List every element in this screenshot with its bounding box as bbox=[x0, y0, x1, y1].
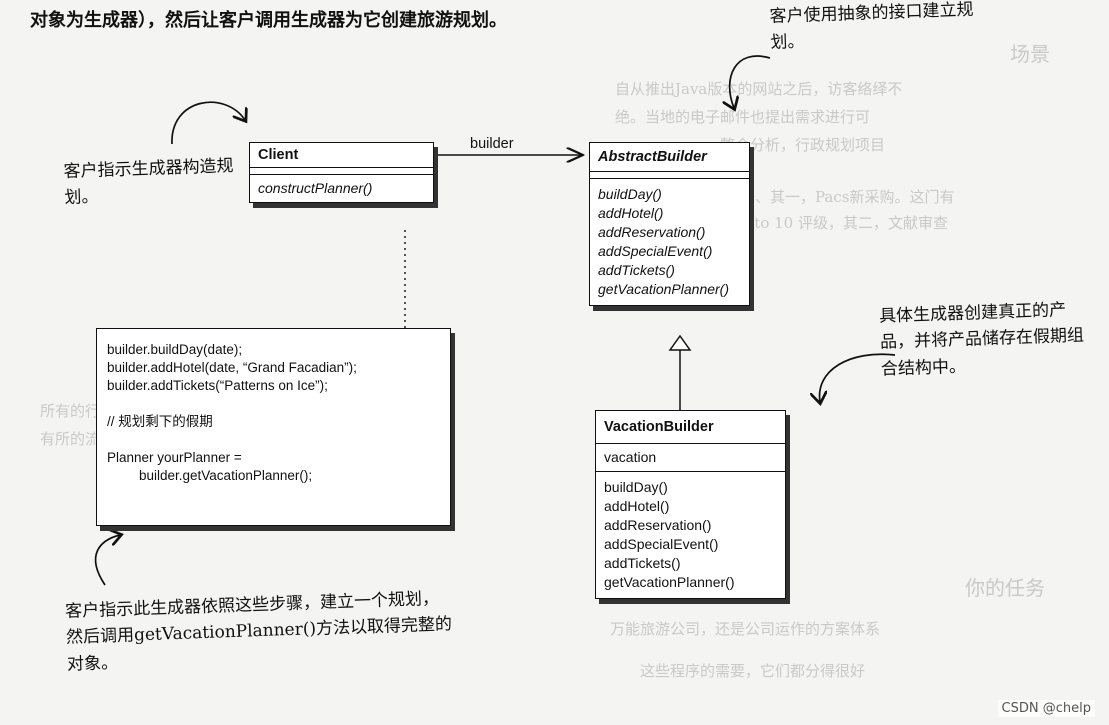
vacation-method: addTickets() bbox=[604, 555, 681, 571]
abstract-method: getVacationPlanner() bbox=[598, 281, 730, 297]
abstract-method: addSpecialEvent() bbox=[598, 243, 713, 259]
annotation-left: 客户指示生成器构造规划。 bbox=[63, 156, 234, 209]
code-line: Planner yourPlanner = bbox=[107, 450, 242, 465]
vacation-method: getVacationPlanner() bbox=[604, 574, 735, 590]
annotation-right: 具体生成器创建真正的产品，并将产品储存在假期组合结构中。 bbox=[878, 300, 1085, 380]
hand-arrow-topright bbox=[730, 55, 771, 108]
hand-arrow-bottom bbox=[94, 535, 120, 586]
vacation-attribute: vacation bbox=[604, 449, 657, 465]
watermark: CSDN @chelp bbox=[997, 700, 1095, 717]
client-class-name: Client bbox=[250, 143, 433, 168]
abstract-method: addReservation() bbox=[598, 224, 706, 240]
code-comment: // 规划剩下的假期 bbox=[107, 414, 213, 429]
abstract-builder-class: AbstractBuilder buildDay() addHotel() ad… bbox=[589, 142, 750, 306]
annotation-bottom: 客户指示此生成器依照这些步骤，建立一个规划，然后调用getVacationPla… bbox=[64, 588, 453, 675]
vacation-builder-class: VacationBuilder vacation buildDay() addH… bbox=[595, 410, 786, 599]
code-line: builder.addTickets(“Patterns on Ice”); bbox=[107, 378, 328, 393]
abstract-builder-methods: buildDay() addHotel() addReservation() a… bbox=[590, 179, 749, 305]
abstract-method: addTickets() bbox=[598, 262, 675, 278]
code-note: builder.buildDay(date); builder.addHotel… bbox=[96, 328, 451, 526]
client-class-methods: constructPlanner() bbox=[250, 175, 433, 202]
vacation-builder-methods: buildDay() addHotel() addReservation() a… bbox=[596, 472, 785, 598]
abstract-method: buildDay() bbox=[598, 186, 662, 202]
vacation-builder-name: VacationBuilder bbox=[596, 411, 785, 444]
code-line: builder.getVacationPlanner(); bbox=[139, 468, 313, 483]
inheritance-arrowhead bbox=[668, 334, 692, 351]
vacation-method: addSpecialEvent() bbox=[604, 536, 719, 552]
code-line: builder.buildDay(date); bbox=[107, 342, 243, 357]
abstract-builder-attributes bbox=[590, 172, 749, 179]
hand-arrow-left bbox=[171, 101, 245, 145]
vacation-builder-attributes: vacation bbox=[596, 444, 785, 472]
hand-arrow-right bbox=[820, 353, 896, 402]
code-line: builder.addHotel(date, “Grand Facadian”)… bbox=[107, 360, 357, 375]
association-label: builder bbox=[470, 136, 514, 152]
header-text: 对象为生成器），然后让客户调用生成器为它创建旅游规划。 bbox=[30, 10, 507, 31]
vacation-method: addReservation() bbox=[604, 517, 712, 533]
client-class: Client constructPlanner() bbox=[249, 142, 434, 203]
client-class-attributes bbox=[250, 168, 433, 175]
vacation-method: buildDay() bbox=[604, 479, 668, 495]
client-method: constructPlanner() bbox=[258, 180, 373, 196]
annotation-top-right: 客户使用抽象的接口建立规划。 bbox=[769, 0, 974, 54]
abstract-builder-name: AbstractBuilder bbox=[590, 143, 749, 172]
vacation-method: addHotel() bbox=[604, 498, 670, 514]
abstract-method: addHotel() bbox=[598, 205, 664, 221]
